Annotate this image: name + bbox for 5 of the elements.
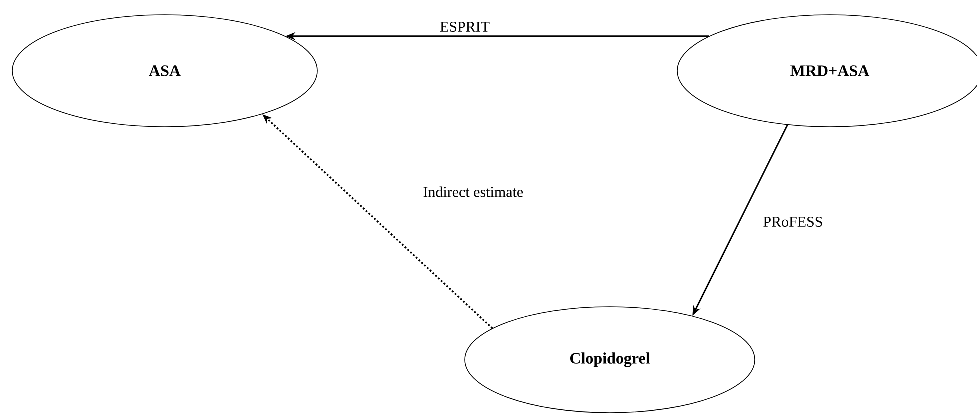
edge-label: ESPRIT [439,20,491,34]
ellipse-node: ASA [12,14,318,128]
ellipse-node: Clopidogrel [464,306,756,414]
edge-label: PRoFESS [762,216,824,228]
edge-label: Indirect estimate [422,186,525,198]
